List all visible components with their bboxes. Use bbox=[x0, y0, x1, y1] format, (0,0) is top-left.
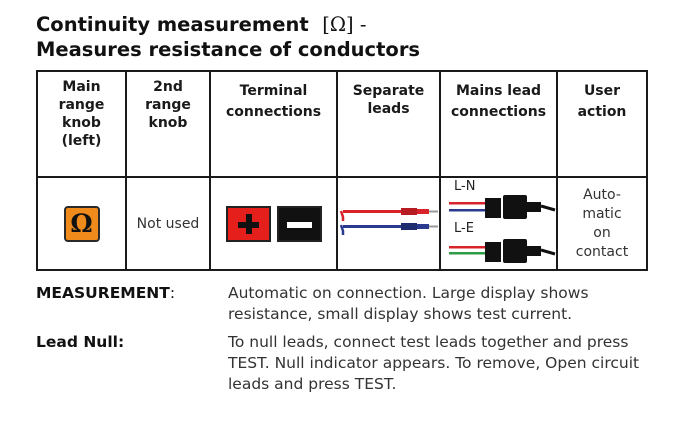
table-header-row: Main range knob (left) 2nd range knob Te… bbox=[36, 70, 648, 178]
mains-label-le: L-E bbox=[454, 221, 474, 236]
header-terminal-connections: Terminal connections bbox=[209, 70, 338, 178]
header-mains-lead-connections: Mains lead connections bbox=[439, 70, 558, 178]
ohm-range-icon: Ω bbox=[63, 205, 100, 242]
separate-leads-icon bbox=[339, 208, 438, 235]
blue-test-lead-icon bbox=[339, 223, 438, 235]
page-title: Continuity measurement [Ω] - Measures re… bbox=[36, 12, 420, 62]
red-test-lead-icon bbox=[339, 208, 438, 221]
title-line-2: Measures resistance of conductors bbox=[36, 38, 421, 61]
title-line-1: Continuity measurement [Ω] - bbox=[36, 12, 420, 37]
title-ohm-symbol: [Ω] - bbox=[322, 13, 367, 36]
minus-terminal-icon bbox=[276, 205, 322, 242]
cell-2nd-range-knob: Not used bbox=[125, 176, 211, 271]
header-separate-leads: Separate leads bbox=[336, 70, 441, 178]
cell-separate-leads bbox=[336, 176, 441, 271]
header-2nd-range-knob: 2nd range knob bbox=[125, 70, 211, 178]
table-row: Ω Not used bbox=[36, 176, 648, 271]
cell-main-range-knob: Ω bbox=[36, 176, 127, 271]
lead-null-label: Lead Null: bbox=[36, 333, 125, 351]
header-main-range-knob: Main range knob (left) bbox=[36, 70, 127, 178]
not-used-text: Not used bbox=[136, 215, 200, 232]
mains-plug-le-icon bbox=[449, 238, 556, 263]
mains-label-ln: L-N bbox=[454, 179, 476, 194]
plus-terminal-icon bbox=[225, 205, 271, 242]
cell-user-action: Auto- matic on contact bbox=[556, 176, 648, 271]
header-user-action: User action bbox=[556, 70, 648, 178]
title-text: Continuity measurement bbox=[36, 13, 309, 36]
measurement-description: Automatic on connection. Large display s… bbox=[228, 284, 589, 323]
cell-mains-lead-connections: L-N L-E bbox=[439, 176, 558, 271]
spec-table: Main range knob (left) 2nd range knob Te… bbox=[36, 70, 648, 271]
mains-lead-icon bbox=[449, 194, 556, 263]
mains-plug-ln-icon bbox=[449, 194, 556, 219]
cell-terminal-connections bbox=[209, 176, 338, 271]
lead-null-description: To null leads, connect test leads togeth… bbox=[228, 333, 640, 393]
measurement-label: MEASUREMENT: bbox=[36, 284, 176, 302]
